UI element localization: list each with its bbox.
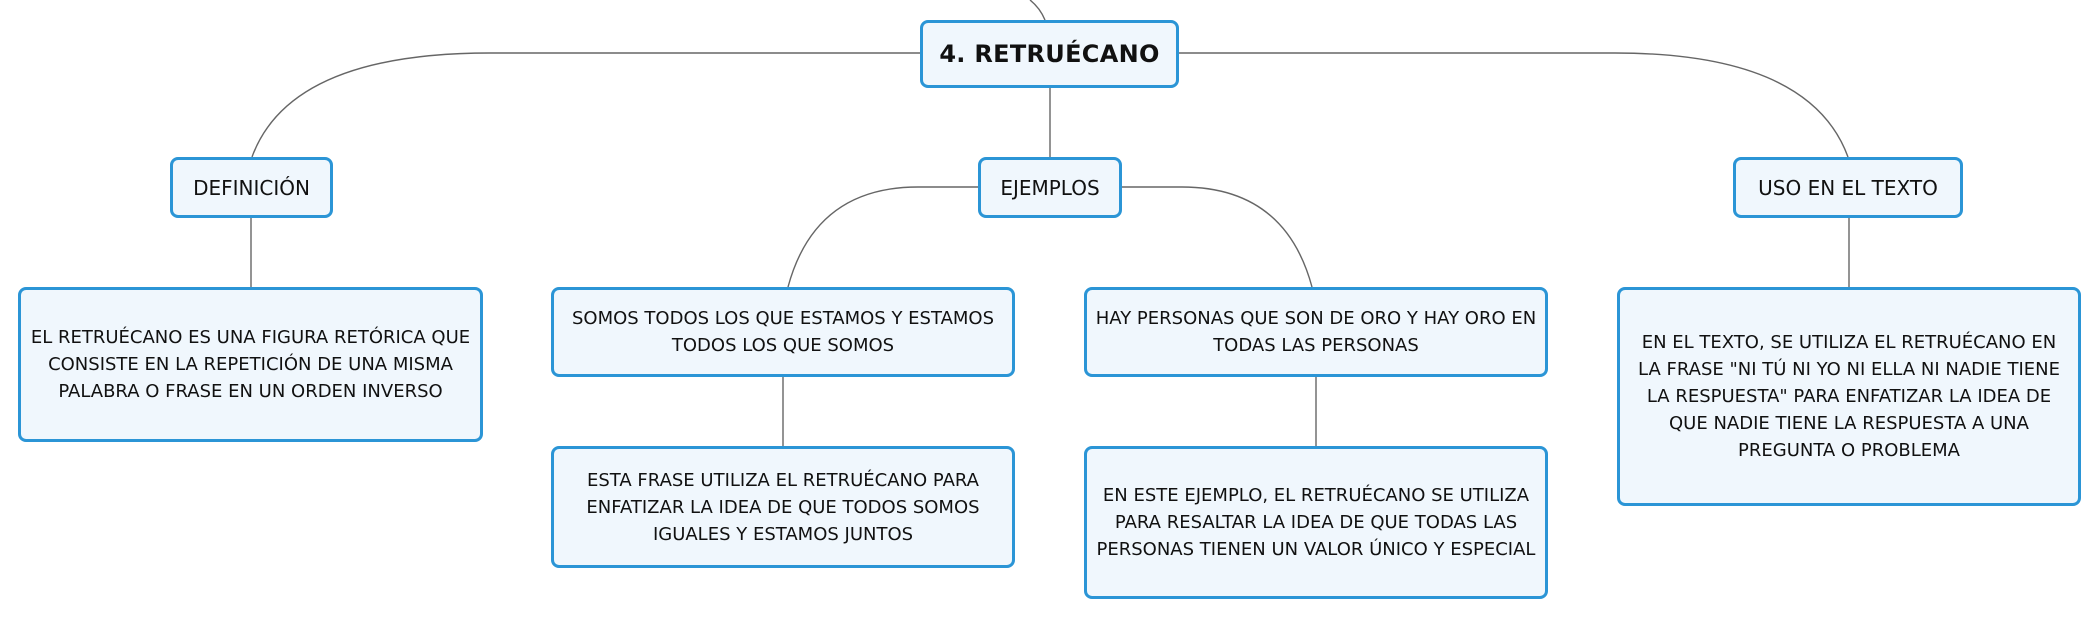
branch-definicion-label: DEFINICIÓN — [193, 175, 310, 200]
root-node[interactable]: 4. RETRUÉCANO — [920, 20, 1179, 88]
example-1-text: SOMOS TODOS LOS QUE ESTAMOS Y ESTAMOS TO… — [571, 308, 995, 356]
example-2-explanation-node[interactable]: EN ESTE EJEMPLO, EL RETRUÉCANO SE UTILIZ… — [1084, 446, 1548, 599]
uso-text: EN EL TEXTO, SE UTILIZA EL RETRUÉCANO EN… — [1638, 332, 2060, 461]
connector-root-definicion — [251, 52, 920, 158]
connector-ejemplos-example-1 — [787, 186, 978, 288]
connector-root-parent — [1029, 0, 1046, 21]
example-1-node[interactable]: SOMOS TODOS LOS QUE ESTAMOS Y ESTAMOS TO… — [551, 287, 1015, 377]
uso-text-node[interactable]: EN EL TEXTO, SE UTILIZA EL RETRUÉCANO EN… — [1617, 287, 2081, 506]
branch-uso-en-el-texto[interactable]: USO EN EL TEXTO — [1733, 157, 1963, 218]
definicion-text: EL RETRUÉCANO ES UNA FIGURA RETÓRICA QUE… — [30, 327, 471, 402]
root-label: 4. RETRUÉCANO — [939, 40, 1160, 68]
connector-ejemplos-example-2 — [1122, 186, 1313, 288]
definicion-text-node[interactable]: EL RETRUÉCANO ES UNA FIGURA RETÓRICA QUE… — [18, 287, 483, 442]
branch-uso-label: USO EN EL TEXTO — [1758, 175, 1938, 200]
example-1-explanation: ESTA FRASE UTILIZA EL RETRUÉCANO PARA EN… — [586, 469, 980, 545]
connector-root-uso — [1179, 52, 1849, 158]
branch-ejemplos-label: EJEMPLOS — [1000, 175, 1100, 200]
example-2-node[interactable]: HAY PERSONAS QUE SON DE ORO Y HAY ORO EN… — [1084, 287, 1548, 377]
branch-definicion[interactable]: DEFINICIÓN — [170, 157, 333, 218]
example-1-explanation-node[interactable]: ESTA FRASE UTILIZA EL RETRUÉCANO PARA EN… — [551, 446, 1015, 568]
branch-ejemplos[interactable]: EJEMPLOS — [978, 157, 1122, 218]
example-2-explanation: EN ESTE EJEMPLO, EL RETRUÉCANO SE UTILIZ… — [1096, 485, 1536, 560]
example-2-text: HAY PERSONAS QUE SON DE ORO Y HAY ORO EN… — [1095, 308, 1537, 356]
